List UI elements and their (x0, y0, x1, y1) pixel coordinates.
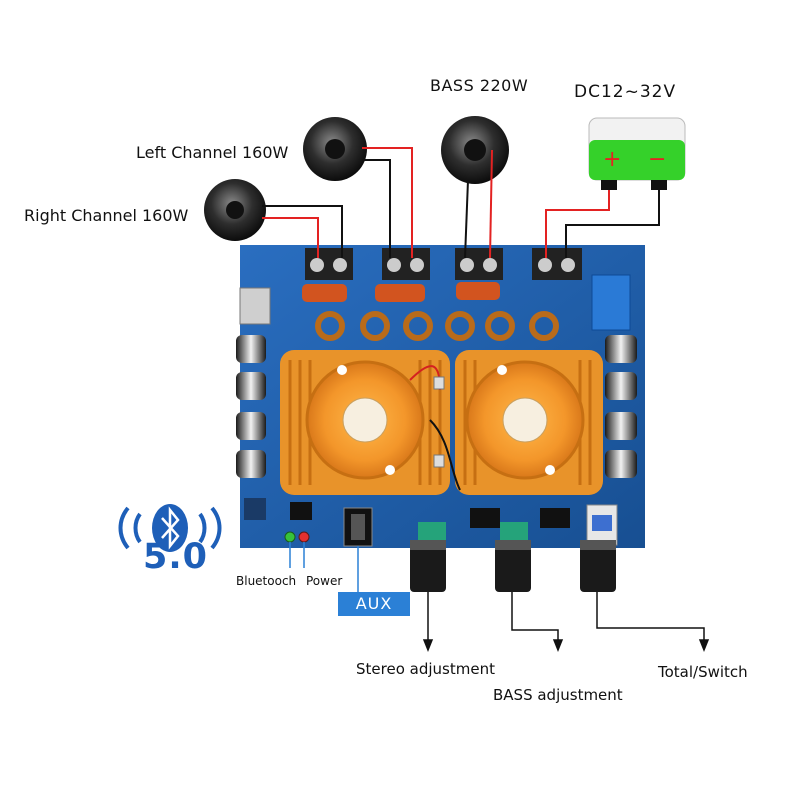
inductors (315, 311, 559, 341)
power-led-label: Power (306, 574, 343, 588)
total-switch-knob (580, 540, 616, 592)
bluetooth-version: 5.0 (143, 537, 209, 577)
right-heatsink (455, 350, 603, 495)
bass-adjustment-label: BASS adjustment (493, 686, 623, 704)
bass-knob (495, 540, 531, 592)
battery-icon: + − (588, 117, 686, 190)
stereo-knob (410, 540, 446, 592)
electrolytic-capacitors (236, 335, 637, 478)
aux-jack (343, 507, 373, 547)
speaker-icon (441, 116, 509, 184)
stereo-adjustment-label: Stereo adjustment (356, 660, 495, 678)
power-led (298, 531, 310, 543)
bass-speaker-label: BASS 220W (430, 76, 529, 95)
left-heatsink (280, 350, 450, 495)
bluetooth-led-label: Bluetooch (236, 574, 297, 588)
speaker-icon (204, 179, 266, 241)
knob-pointers (422, 592, 710, 653)
bluetooth-led (284, 531, 296, 543)
right-channel-label: Right Channel 160W (24, 206, 189, 225)
pcb-board (236, 245, 645, 548)
wires (262, 147, 660, 259)
screw-terminals (305, 248, 582, 280)
aux-label: AUX (338, 592, 410, 616)
power-supply-label: DC12~32V (574, 82, 677, 102)
left-channel-label: Left Channel 160W (136, 143, 289, 162)
relay (591, 274, 631, 331)
bluetooth-icon (118, 504, 222, 552)
battery-minus: − (648, 147, 666, 172)
speaker-icon (303, 117, 367, 181)
battery-plus: + (603, 147, 621, 172)
total-switch-label: Total/Switch (658, 663, 748, 681)
